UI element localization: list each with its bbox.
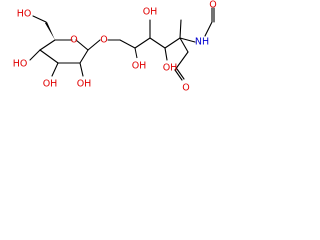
ho-label-bottom-1: HO <box>13 59 28 70</box>
acetyl-oxygen-label: O <box>209 0 216 11</box>
oh-label-chain-3: OH <box>163 63 178 74</box>
oh-label-bottom-3: OH <box>77 79 92 90</box>
aldehyde-oxygen-label: O <box>182 83 189 94</box>
chemical-structure-diagram: HO HO OH OH O O OH OH OH NH O O <box>13 0 217 94</box>
open-chain <box>119 7 215 81</box>
oh-label-chain-2: OH <box>143 7 158 18</box>
ring-substituents <box>29 15 121 77</box>
linker-oxygen-label: O <box>100 35 107 46</box>
nh-label: NH <box>195 37 209 48</box>
oh-label-chain-1: OH <box>132 61 147 72</box>
atom-labels: HO HO OH OH O O OH OH OH NH O O <box>13 0 217 94</box>
ring-oxygen-label: O <box>70 35 77 46</box>
sugar-ring <box>39 39 89 64</box>
ho-label-top-left: HO <box>17 9 32 20</box>
oh-label-bottom-2: OH <box>43 79 58 90</box>
